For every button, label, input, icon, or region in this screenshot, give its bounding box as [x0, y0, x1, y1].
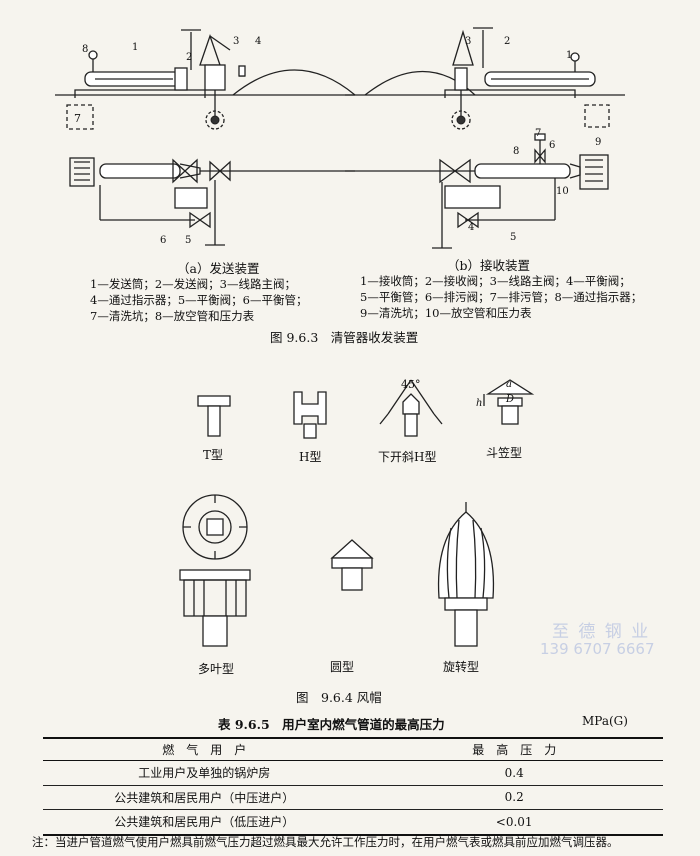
cap-h-down-type-label: 下开斜H型: [378, 450, 437, 464]
watermark-phone: 139 6707 6667: [540, 640, 655, 658]
receiving-number-7: 7: [535, 128, 542, 139]
table-header-pressure: 最 高 压 力: [365, 737, 663, 761]
cap-angle-label: 45°: [401, 378, 421, 391]
receiving-number-6: 6: [549, 140, 556, 151]
figure-963-caption: 图 9.6.3 清管器收发装置: [270, 330, 419, 345]
cap-h-type-label: H型: [299, 450, 322, 464]
receiving-device-label: （b）接收装置: [447, 258, 531, 273]
sending-device-label: （a）发送装置: [177, 261, 260, 276]
cap-duoye-type-drawing: [179, 494, 251, 647]
sending-legend-line-3: 7—清洗坑；8—放空管和压力表: [90, 309, 255, 323]
table-965: 燃 气 用 户 最 高 压 力 工业用户及单独的锅炉房 0.4 公共建筑和居民用…: [43, 737, 663, 836]
cap-dim-D: D: [506, 394, 515, 405]
figure-964-caption: 图 9.6.4 风帽: [296, 690, 382, 705]
table-965-unit: MPa(G): [582, 714, 628, 728]
cap-douli-type-label: 斗笠型: [486, 446, 523, 460]
table-cell-user: 公共建筑和居民用户（低压进户）: [43, 809, 366, 836]
sending-number-1: 1: [132, 42, 139, 53]
receiving-legend-line-1: 1—接收筒；2—接收阀；3—线路主阀；4—平衡阀；: [360, 274, 631, 288]
sending-number-8: 8: [82, 44, 89, 55]
cap-h-down-type-drawing: [379, 379, 443, 437]
cap-yuan-type-drawing: [330, 539, 374, 591]
table-965-title: 表 9.6.5 用户室内燃气管道的最高压力: [218, 717, 445, 732]
sending-pit-number: 7: [74, 112, 81, 125]
cap-xuanzhuan-type-label: 旋转型: [443, 660, 480, 674]
sending-legend-line-1: 1—发送筒；2—发送阀；3—线路主阀；: [90, 277, 296, 291]
receiving-elevation-drawing: [345, 27, 625, 130]
table-cell-pressure: <0.01: [365, 809, 663, 836]
cap-douli-type-drawing: [483, 379, 535, 425]
table-cell-user: 公共建筑和居民用户（中压进户）: [43, 785, 366, 810]
figure-963: 7 8 1 2 3 4 6 5 （a）发送装置 1—发送筒；2—发送阀；3—线路…: [0, 0, 700, 345]
cap-t-type-drawing: [197, 395, 231, 437]
receiving-number-9: 9: [595, 137, 602, 148]
sending-elevation-drawing: [55, 29, 356, 130]
sending-number-6: 6: [160, 235, 167, 246]
sending-number-5: 5: [185, 235, 192, 246]
receiving-legend-line-3: 9—清洗坑；10—放空管和压力表: [360, 306, 532, 320]
cap-yuan-type-label: 圆型: [330, 660, 355, 674]
receiving-number-3: 3: [465, 36, 472, 47]
receiving-number-2: 2: [504, 36, 511, 47]
cap-duoye-type-label: 多叶型: [198, 662, 235, 676]
table-row: 公共建筑和居民用户（低压进户） <0.01: [43, 809, 663, 836]
sending-number-2: 2: [186, 52, 193, 63]
cap-h-type-drawing: [293, 391, 327, 439]
receiving-number-4: 4: [468, 222, 475, 233]
receiving-number-8: 8: [513, 146, 520, 157]
sending-number-3: 3: [233, 36, 240, 47]
sending-number-4: 4: [255, 36, 262, 47]
cap-t-type-label: T型: [203, 448, 224, 462]
table-cell-pressure: 0.2: [365, 785, 663, 810]
sending-legend-line-2: 4—通过指示器；5—平衡阀；6—平衡管；: [90, 293, 308, 307]
sending-plan-drawing: [69, 157, 355, 246]
table-cell-pressure: 0.4: [365, 760, 663, 786]
table-row: 公共建筑和居民用户（中压进户） 0.2: [43, 785, 663, 810]
table-header-row: 燃 气 用 户 最 高 压 力: [43, 737, 663, 761]
cap-xuanzhuan-type-drawing: [437, 502, 495, 647]
figure-964: T型 H型 45° 下开斜H型 a h D 斗笠型 多叶型: [0, 350, 700, 710]
table-row: 工业用户及单独的锅炉房 0.4: [43, 760, 663, 786]
receiving-number-10: 10: [556, 186, 569, 197]
receiving-legend-line-2: 5—平衡管；6—排污阀；7—排污管；8—通过指示器；: [360, 290, 643, 304]
table-cell-user: 工业用户及单独的锅炉房: [43, 760, 366, 786]
receiving-plan-drawing: [345, 133, 609, 249]
cap-dim-a: a: [506, 379, 512, 390]
table-header-user: 燃 气 用 户: [43, 737, 366, 761]
receiving-number-1: 1: [566, 50, 573, 61]
cap-dim-h: h: [476, 398, 483, 409]
receiving-number-5: 5: [510, 232, 517, 243]
watermark-company: 至 德 钢 业: [552, 622, 651, 642]
table-965-note: 注：当进户管道燃气使用户燃具前燃气压力超过燃具最大允许工作压力时，在用户燃气表或…: [32, 835, 619, 849]
